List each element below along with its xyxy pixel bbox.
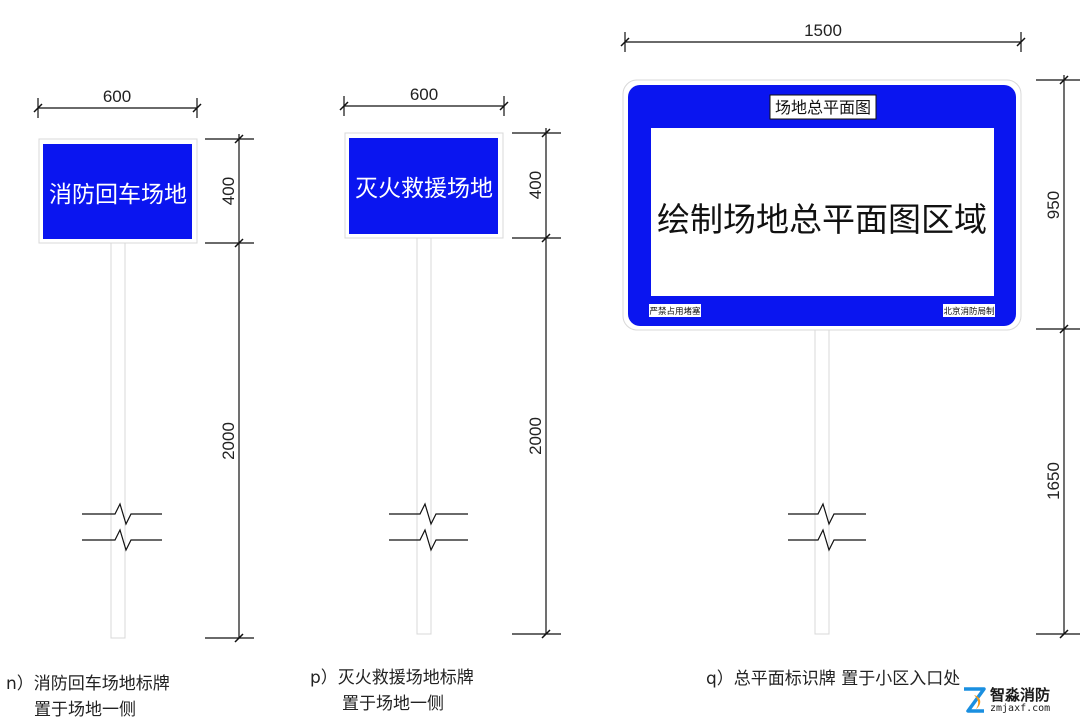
sign-p-width-label: 600	[410, 85, 438, 104]
watermark-url: zmjaxf.com	[990, 703, 1051, 714]
sign-p-board	[349, 138, 498, 234]
sign-p-post	[416, 237, 432, 635]
caption-p-line1: p）灭火救援场地标牌	[310, 668, 474, 688]
sign-n-post	[110, 242, 126, 639]
caption-q-line1: q）总平面标识牌 置于小区入口处	[706, 669, 961, 689]
sign-n-board-height-label: 400	[219, 177, 238, 205]
sign-p-post-height-label: 2000	[526, 417, 545, 455]
sign-n-text: 消防回车场地	[49, 182, 187, 208]
caption-p-line2: 置于场地一侧	[342, 694, 444, 714]
sign-q-header-text: 场地总平面图	[775, 98, 871, 117]
caption-p: p）灭火救援场地标牌 置于场地一侧	[310, 665, 474, 717]
sign-p: 灭火救援场地 600 400 2000	[339, 85, 561, 639]
sign-q-footer-right: 北京消防局制	[943, 306, 994, 317]
sign-p-text: 灭火救援场地	[355, 176, 493, 202]
sign-q-post-height-label: 1650	[1044, 462, 1063, 500]
sign-q-main-text: 绘制场地总平面图区域	[657, 200, 987, 239]
logo-icon	[964, 687, 986, 713]
sign-q: 场地总平面图 绘制场地总平面图区域 严禁占用堵塞 北京消防局制 1500 950…	[620, 21, 1080, 639]
caption-q: q）总平面标识牌 置于小区入口处	[706, 666, 960, 692]
sign-p-board-height-label: 400	[526, 171, 545, 199]
sign-q-post	[814, 328, 830, 635]
sign-n-board	[43, 144, 192, 239]
caption-n-line2: 置于场地一侧	[34, 700, 136, 720]
watermark-name: 智淼消防	[990, 686, 1051, 704]
sign-q-width-label: 1500	[804, 21, 842, 40]
sign-q-footer-right-box	[943, 304, 995, 317]
sign-q-plan-area	[651, 128, 994, 296]
sign-q-footer-left: 严禁占用堵塞	[649, 306, 701, 317]
sign-n-break-symbol	[82, 502, 162, 526]
sign-n-post-height-label: 2000	[219, 422, 238, 460]
sign-q-footer-left-box	[649, 304, 701, 317]
sign-p-break-symbol	[389, 502, 468, 526]
sign-q-break-symbol	[788, 502, 866, 526]
sign-q-board-height-label: 950	[1044, 191, 1063, 219]
sign-n: 消防回车场地 600 400 2000	[33, 87, 254, 643]
caption-n-line1: n）消防回车场地标牌	[6, 674, 170, 694]
caption-n: n）消防回车场地标牌 置于场地一侧	[6, 671, 170, 723]
sign-n-width-label: 600	[103, 87, 131, 106]
watermark: 智淼消防 zmjaxf.com	[960, 683, 1075, 719]
sign-q-header-box	[769, 94, 877, 120]
